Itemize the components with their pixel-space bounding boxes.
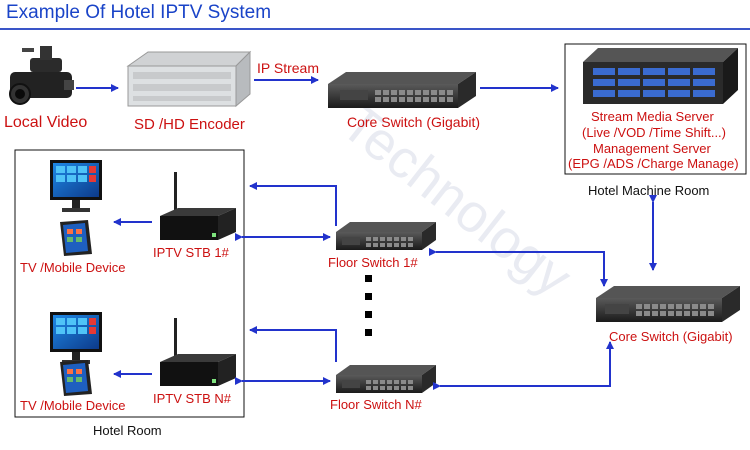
mgmt-server-sub-label: (EPG /ADS /Charge Manage) [568, 156, 739, 171]
tv-mobile-1-label: TV /Mobile Device [20, 260, 125, 275]
set-top-box-icon [160, 172, 236, 240]
floor-switch-n-icon [336, 365, 436, 393]
video-camera-icon [9, 46, 74, 105]
tv-icon [50, 160, 102, 212]
local-video-label: Local Video [4, 114, 87, 131]
rack-server-icon [583, 48, 738, 104]
core-switch-top-label: Core Switch (Gigabit) [347, 114, 480, 130]
machine-room-box [564, 43, 747, 175]
floor-switch-1-icon [336, 222, 436, 250]
encoder-label: SD /HD Encoder [134, 116, 245, 133]
hotel-room-label: Hotel Room [93, 423, 162, 438]
more-floors-dots [365, 275, 372, 336]
mgmt-server-label: Management Server [593, 141, 711, 156]
set-top-box-icon [160, 318, 236, 386]
tablet-icon [60, 360, 92, 396]
page-title: Example Of Hotel IPTV System [6, 2, 272, 23]
stream-server-label: Stream Media Server [591, 109, 714, 124]
floor-switch-1-label: Floor Switch 1# [328, 255, 418, 270]
stb-n-label: IPTV STB N# [153, 391, 232, 406]
tv-mobile-n-label: TV /Mobile Device [20, 398, 125, 413]
connection-arrows [76, 76, 657, 390]
header-bar: Example Of Hotel IPTV System [0, 0, 750, 30]
tablet-icon [60, 220, 92, 256]
core-switch-top-icon [328, 72, 476, 108]
core-switch-right-icon [596, 286, 740, 322]
core-switch-right-label: Core Switch (Gigabit) [609, 329, 733, 344]
hotel-room-box [14, 149, 245, 418]
tv-icon [50, 312, 102, 364]
machine-room-label: Hotel Machine Room [588, 183, 709, 198]
ip-stream-label: IP Stream [257, 60, 319, 76]
encoder-icon [126, 50, 252, 108]
floor-switch-n-label: Floor Switch N# [330, 397, 423, 412]
stb-1-label: IPTV STB 1# [153, 245, 230, 260]
stream-server-sub-label: (Live /VOD /Time Shift...) [582, 125, 726, 140]
